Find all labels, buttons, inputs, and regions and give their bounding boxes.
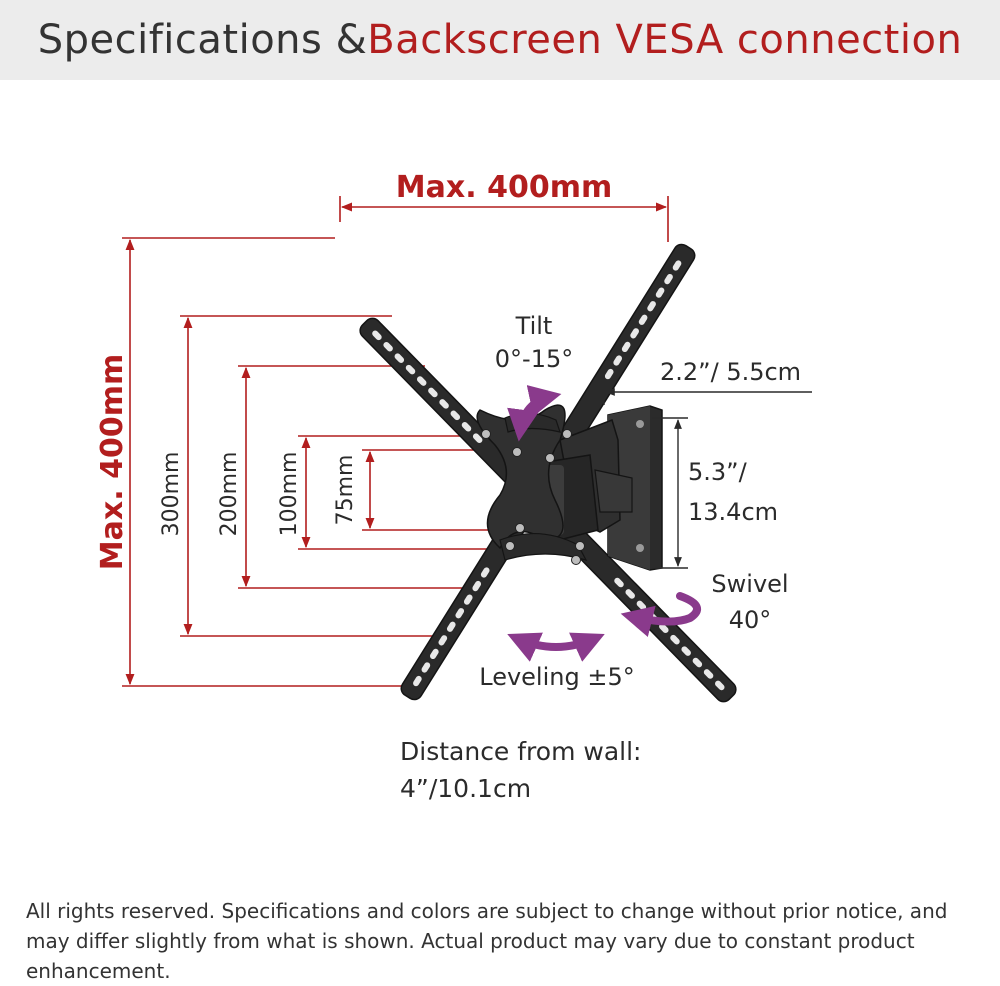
dimension-lines xyxy=(122,196,669,687)
mount-diagram: Max. 400mm Max. 400mm 300mm 200mm 100mm … xyxy=(95,170,812,803)
leveling-label: Leveling ±5° xyxy=(479,663,634,691)
header-title-part1: Specifications & xyxy=(37,17,368,63)
distance-label: Distance from wall: xyxy=(400,737,641,766)
arm-depth-label: 2.2”/ 5.5cm xyxy=(660,358,801,386)
tilt-arrow-icon xyxy=(507,385,562,442)
height-200-label: 200mm xyxy=(217,452,242,537)
max-height-label: Max. 400mm xyxy=(95,354,130,570)
height-75-label: 75mm xyxy=(333,455,358,526)
footer-notice: All rights reserved. Specifications and … xyxy=(26,899,948,983)
swivel-arrow-icon xyxy=(620,592,701,637)
leveling-arrow-icon xyxy=(507,632,605,662)
tilt-label: Tilt xyxy=(515,312,553,340)
rotation-arrows xyxy=(507,385,701,662)
swivel-value: 40° xyxy=(729,606,772,634)
tilt-value: 0°-15° xyxy=(495,345,573,373)
height-300-label: 300mm xyxy=(159,452,184,537)
swivel-label: Swivel xyxy=(711,570,788,598)
screws xyxy=(481,429,585,565)
max-width-label: Max. 400mm xyxy=(396,170,612,205)
page-header: Specifications & Backscreen VESA connect… xyxy=(0,0,1000,80)
plate-height-label-1: 5.3”/ xyxy=(688,458,748,486)
plate-height-label-2: 13.4cm xyxy=(688,498,778,526)
height-100-label: 100mm xyxy=(277,452,302,537)
header-title-part2: Backscreen VESA connection xyxy=(367,17,963,63)
distance-value: 4”/10.1cm xyxy=(400,774,531,803)
spec-dimension-lines xyxy=(603,376,812,569)
